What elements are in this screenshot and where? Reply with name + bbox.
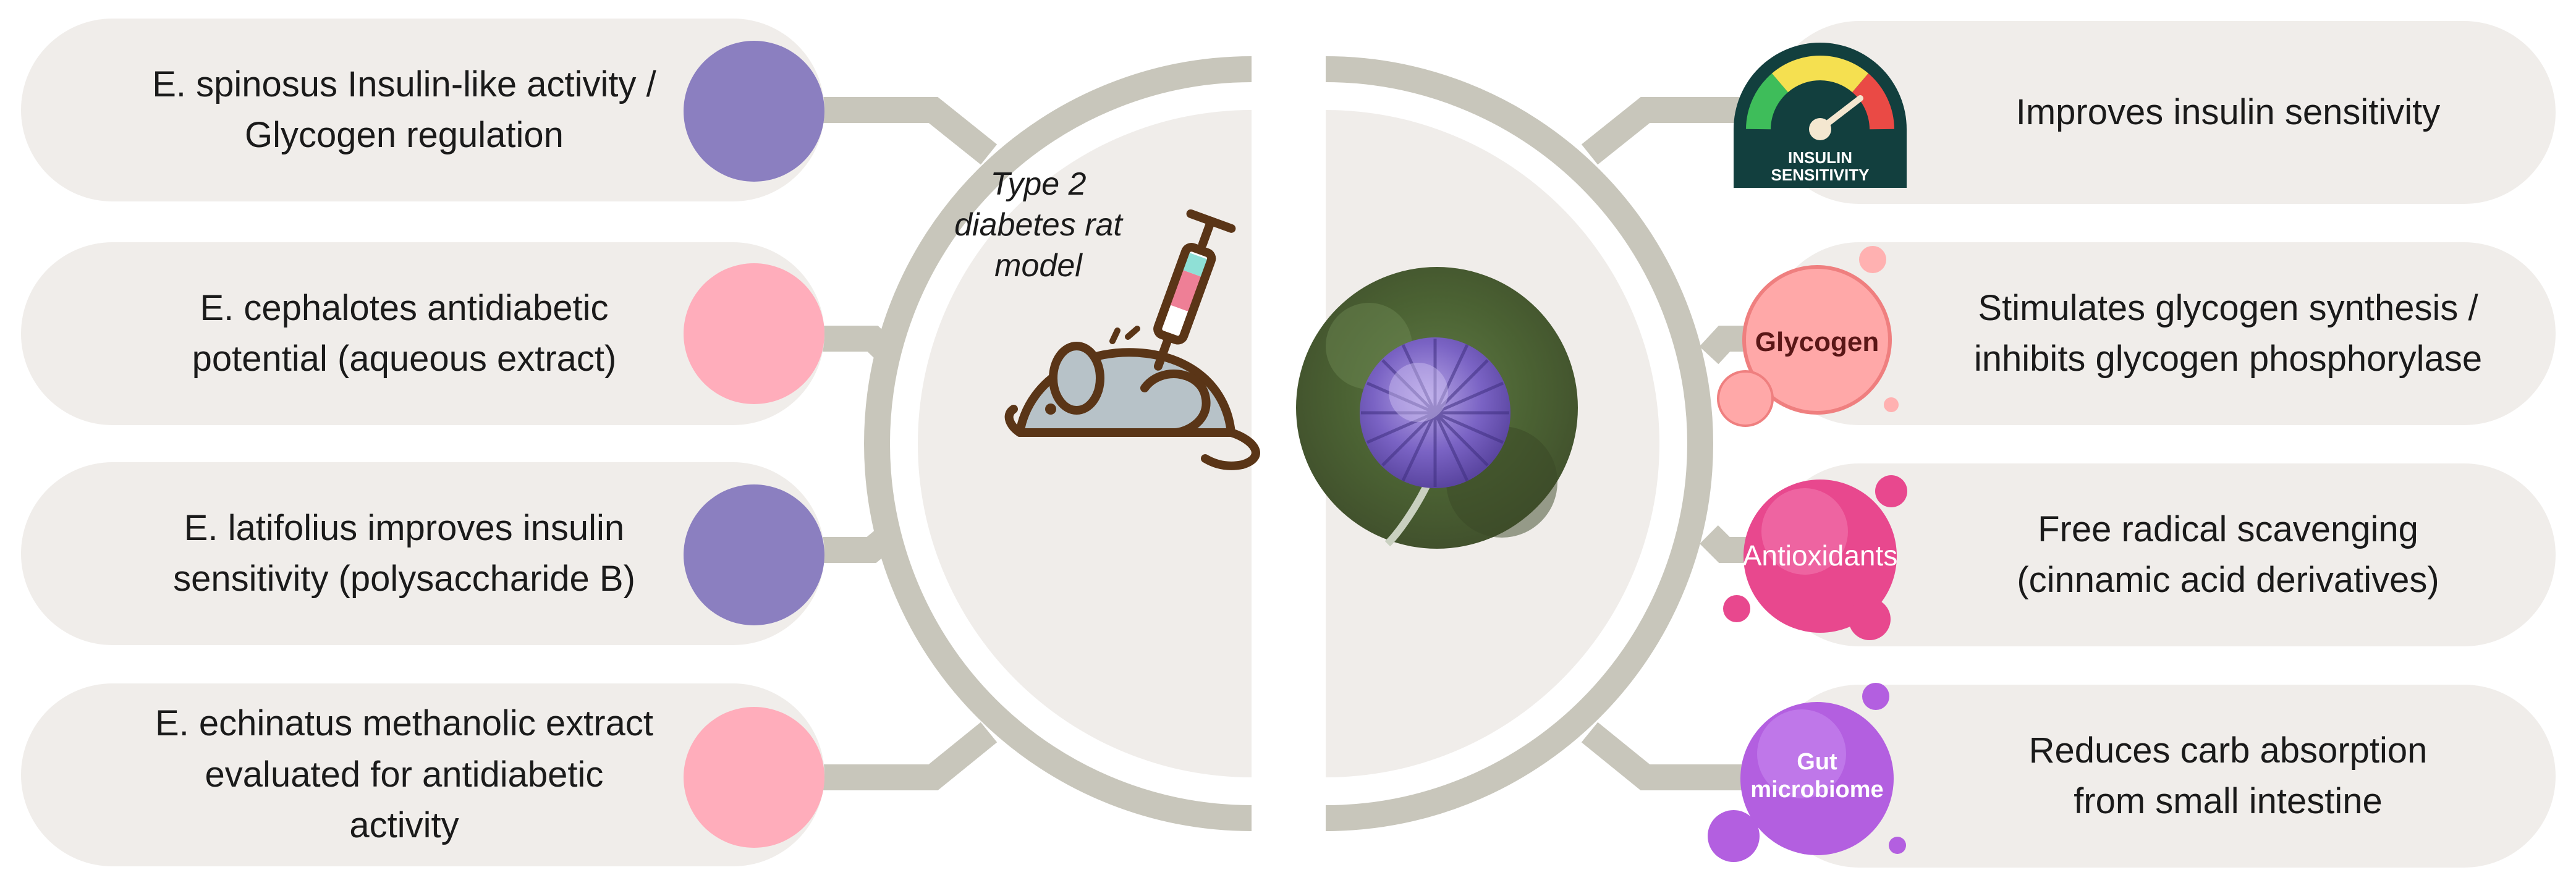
antioxidants-icon-label: Antioxidants (1743, 539, 1898, 572)
left-item-4-text: E. echinatus methanolic extract evaluate… (46, 683, 763, 866)
left-item-3-dot (684, 484, 824, 625)
globe-thistle-flower-photo (1296, 267, 1578, 549)
left-item-3: E. latifolius improves insulin sensitivi… (21, 462, 824, 645)
left-item-2-line-1: E. cephalotes antidiabetic (200, 287, 609, 328)
right-connectors (1581, 97, 1768, 790)
right-item-1-line-1: Improves insulin sensitivity (2015, 91, 2441, 132)
left-item-3-line-2: sensitivity (polysaccharide B) (173, 559, 635, 599)
antioxidants-bubble-icon: Antioxidants (1723, 475, 1907, 640)
right-item-1-text: Improves insulin sensitivity (1916, 21, 2540, 204)
left-item-4-line-1: E. echinatus methanolic extract (155, 703, 653, 744)
rat-model-label-line-1: Type 2 (990, 166, 1087, 202)
left-item-1-line-1: E. spinosus Insulin-like activity / (152, 64, 656, 104)
glycogen-bubble-icon: Glycogen (1717, 246, 1899, 427)
left-item-1-dot (684, 41, 824, 182)
right-item-4-line-1: Reduces carb absorption (2028, 730, 2428, 771)
left-item-2-line-2: potential (aqueous extract) (192, 339, 617, 379)
left-inner-disc (918, 110, 1252, 777)
gauge-label-line-2: SENSITIVITY (1771, 166, 1870, 184)
gut-icon-label-line-2: microbiome (1750, 777, 1883, 803)
right-item-4: Reduces carb absorption from small intes… (1768, 685, 2556, 868)
rat-model-label-line-2: diabetes rat (954, 207, 1122, 243)
left-item-4-dot (684, 707, 824, 848)
connector-1 (822, 97, 998, 165)
rat-model-label: Type 2 diabetes rat model (939, 164, 1137, 286)
connector-8 (1581, 722, 1755, 790)
rat-with-syringe-icon (1004, 209, 1260, 470)
left-item-4-line-3: activity (349, 805, 459, 846)
right-item-4-line-2: from small intestine (2074, 781, 2383, 821)
right-item-3-text: Free radical scavenging (cinnamic acid d… (1916, 463, 2540, 646)
left-outer-arc (864, 56, 1252, 831)
connector-4 (822, 722, 998, 790)
right-item-4-text: Reduces carb absorption from small intes… (1916, 685, 2540, 868)
left-item-3-text: E. latifolius improves insulin sensitivi… (46, 462, 763, 645)
left-item-1-line-2: Glycogen regulation (245, 115, 564, 155)
right-outer-arc (1325, 56, 1713, 831)
left-item-1-text: E. spinosus Insulin-like activity / Glyc… (46, 19, 763, 201)
right-item-2: Stimulates glycogen synthesis / inhibits… (1768, 242, 2556, 425)
rat-model-label-line-3: model (994, 248, 1082, 284)
gut-microbiome-bubble-icon: Gut microbiome (1708, 683, 1906, 862)
left-item-4-line-2: evaluated for antidiabetic (205, 754, 604, 795)
right-item-3-line-1: Free radical scavenging (2038, 509, 2418, 549)
left-item-3-line-1: E. latifolius improves insulin (184, 507, 625, 548)
right-item-2-text: Stimulates glycogen synthesis / inhibits… (1916, 242, 2540, 425)
gauge-label-line-1: INSULIN (1788, 148, 1852, 167)
right-item-2-line-2: inhibits glycogen phosphorylase (1973, 339, 2483, 379)
glycogen-icon-label: Glycogen (1755, 327, 1879, 357)
left-item-2-text: E. cephalotes antidiabetic potential (aq… (46, 242, 763, 425)
left-item-2-dot (684, 263, 824, 404)
insulin-sensitivity-gauge-icon: INSULIN SENSITIVITY (1734, 43, 1907, 188)
connector-5 (1581, 97, 1755, 165)
gut-icon-label-line-1: Gut (1797, 749, 1837, 775)
right-item-2-line-1: Stimulates glycogen synthesis / (1978, 287, 2478, 328)
right-item-3-line-2: (cinnamic acid derivatives) (2017, 560, 2439, 600)
left-connectors (822, 97, 998, 790)
